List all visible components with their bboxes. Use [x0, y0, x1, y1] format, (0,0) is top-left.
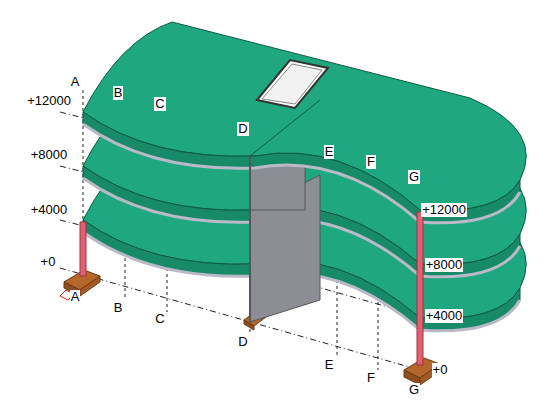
elevation-label: +12000 [421, 203, 467, 217]
grid-label: A [70, 290, 81, 304]
grid-label: F [366, 371, 376, 385]
elevation-label: +0 [40, 255, 57, 269]
grid-label: D [237, 122, 248, 136]
grid-label: B [113, 86, 124, 100]
grid-label: F [366, 155, 376, 169]
grid-label: A [70, 75, 81, 89]
elevation-label: +8000 [30, 148, 69, 162]
grid-label: G [408, 170, 420, 184]
grid-label: C [154, 312, 165, 326]
grid-label: E [324, 145, 335, 159]
grid-label: C [154, 97, 165, 111]
grid-label: B [113, 301, 124, 315]
grid-label: D [237, 335, 248, 349]
elevation-label: +0 [432, 363, 449, 377]
elevation-label: +8000 [425, 258, 464, 272]
elevation-label: +4000 [30, 203, 69, 217]
elevation-label: +12000 [26, 94, 72, 108]
elevation-label: +4000 [425, 309, 464, 323]
grid-label: E [324, 358, 335, 372]
grid-label: G [408, 383, 420, 397]
